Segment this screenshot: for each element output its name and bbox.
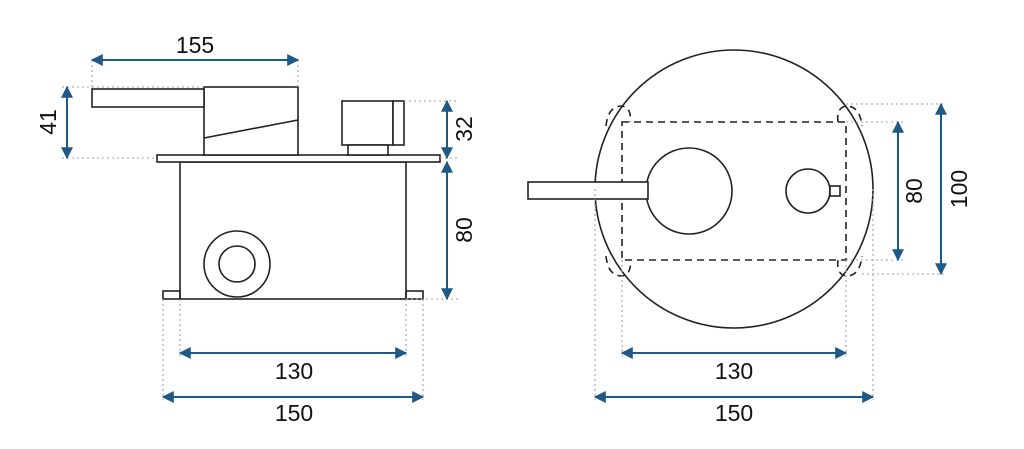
- right-foot: [405, 290, 424, 300]
- dim-label-body-height: 80: [451, 217, 477, 243]
- dim-label-cap-height: 41: [35, 109, 61, 135]
- dim-label-knob-height: 32: [451, 116, 477, 142]
- diverter-knob-stem: [347, 144, 389, 156]
- dim-label-plate-height-outer: 100: [946, 170, 972, 208]
- lever: [91, 88, 205, 108]
- main-handle: [645, 147, 733, 235]
- wall-plate: [156, 154, 441, 163]
- diverter-knob: [341, 100, 394, 146]
- mounting-box: [179, 161, 407, 300]
- outlet-port-inner: [218, 245, 256, 283]
- dim-label-body-width: 130: [275, 358, 313, 384]
- hidden-lug-top-left: [605, 105, 632, 127]
- diverter-knob-collar: [392, 100, 405, 146]
- dim-label-plate-height-inner: 80: [901, 178, 927, 204]
- left-foot: [162, 290, 181, 300]
- front-diverter-knob: [785, 168, 831, 214]
- handle-cap: [203, 86, 299, 156]
- dim-label-lever-length: 155: [176, 32, 214, 58]
- front-lever: [527, 181, 649, 200]
- dim-label-base-width: 150: [275, 400, 313, 426]
- handle-cap-bevel: [203, 119, 299, 139]
- side-view: 155 41 32 80 130 150: [35, 32, 477, 426]
- dim-label-plate-width-inner: 130: [715, 358, 753, 384]
- outlet-port-outer: [203, 230, 271, 298]
- hidden-lug-bottom-right: [836, 255, 863, 277]
- front-diverter-tab: [829, 185, 841, 197]
- dim-label-plate-width-outer: 150: [715, 400, 753, 426]
- hidden-lug-top-right: [836, 105, 863, 127]
- front-view: 80 100 130 150: [527, 49, 972, 426]
